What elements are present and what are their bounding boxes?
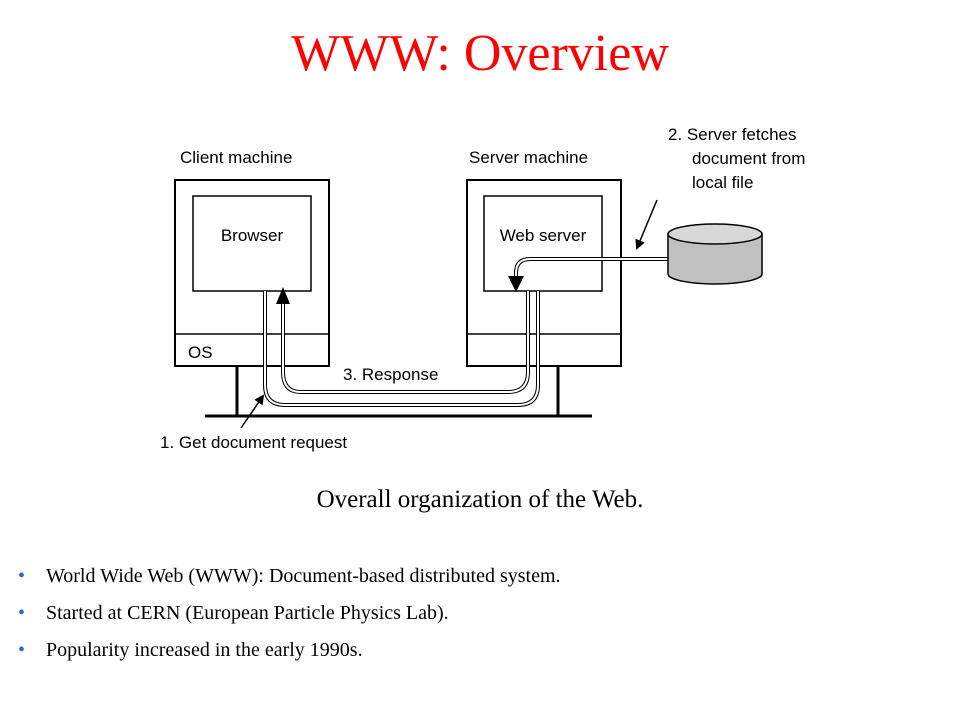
step2-pointer: [635, 199, 658, 250]
step2-label-line3: local file: [692, 173, 753, 192]
slide-title: WWW: Overview: [291, 25, 669, 82]
step2-label-line1: 2. Server fetches: [668, 125, 797, 144]
bullet-item: • Popularity increased in the early 1990…: [18, 632, 561, 669]
response-arrowhead: [276, 287, 290, 304]
bullet-text: World Wide Web (WWW): Document-based dis…: [46, 565, 561, 587]
bullet-dot-icon: •: [18, 639, 26, 661]
response-path-inner: [282, 291, 529, 393]
server-machine-label: Server machine: [469, 148, 588, 167]
step2-label-line2: document from: [692, 149, 805, 168]
web-server-box: [483, 195, 603, 292]
fetch-arrowhead: [508, 276, 524, 292]
bullet-dot-icon: •: [18, 602, 26, 624]
diagram-caption: Overall organization of the Web.: [316, 486, 644, 513]
client-machine-label: Client machine: [180, 148, 292, 167]
bullet-text: Started at CERN (European Particle Physi…: [46, 602, 449, 624]
step1-pointer: [240, 394, 265, 429]
bullet-item: • Started at CERN (European Particle Phy…: [18, 595, 561, 632]
browser-box: [192, 195, 312, 292]
bullet-list: • World Wide Web (WWW): Document-based d…: [18, 558, 561, 669]
web-server-label: Web server: [500, 226, 587, 245]
step3-label: 3. Response: [343, 365, 438, 384]
bullet-dot-icon: •: [18, 565, 26, 587]
step1-label: 1. Get document request: [160, 433, 347, 452]
fetch-path-inner: [515, 258, 668, 280]
request-path-inner: [264, 291, 539, 406]
bullet-item: • World Wide Web (WWW): Document-based d…: [18, 558, 561, 595]
bullet-text: Popularity increased in the early 1990s.: [46, 639, 363, 661]
browser-label: Browser: [221, 226, 284, 245]
disk-icon: [667, 223, 763, 285]
www-architecture-diagram: Client machine Browser OS Server machine…: [160, 125, 805, 452]
os-label: OS: [188, 343, 213, 362]
